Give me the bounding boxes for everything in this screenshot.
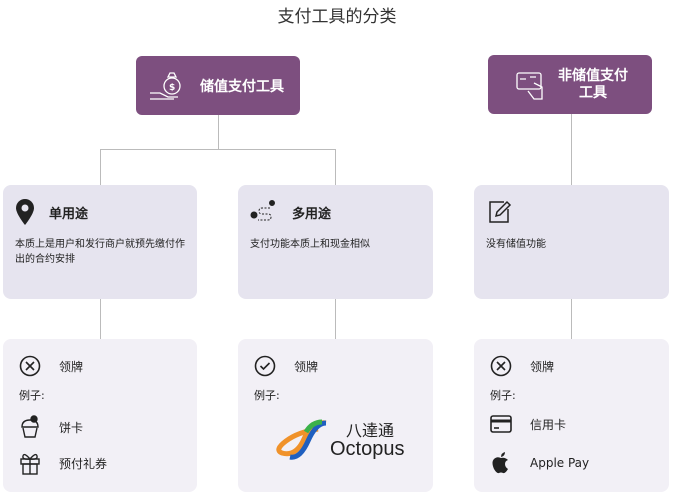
octopus-logo: 八達通 Octopus — [276, 419, 404, 461]
non-stored-label-2: 工具 — [579, 84, 607, 101]
octopus-chinese: 八達通 — [346, 421, 395, 440]
examples-label: 例子: — [19, 389, 45, 402]
octopus-logo-mark — [276, 419, 327, 460]
example-item: 饼卡 — [59, 420, 84, 435]
connector — [218, 115, 219, 149]
single-purpose-card: 单用途 本质上是用户和发行商户就预先缴付作出的合约安排 — [3, 185, 197, 299]
apple-icon — [492, 452, 508, 474]
connector — [100, 149, 336, 150]
example-item: 信用卡 — [530, 417, 567, 432]
license-label: 领牌 — [59, 359, 84, 374]
single-purpose-details: 领牌 例子: 饼卡 预付礼券 — [3, 339, 197, 492]
non-stored-details: 领牌 例子: 信用卡 Apple Pay — [474, 339, 669, 492]
multi-purpose-desc: 支付功能本质上和现金相似 — [250, 239, 370, 250]
license-label: 领牌 — [530, 359, 555, 374]
multi-purpose-card: 多用途 支付功能本质上和现金相似 — [238, 185, 433, 299]
non-stored-label-1: 非储值支付 — [558, 67, 628, 84]
multi-purpose-details: 领牌 例子: 八達通 Octopus — [238, 339, 433, 492]
x-circle-icon — [490, 355, 512, 377]
multi-purpose-title: 多用途 — [292, 206, 332, 222]
card-hand-icon — [516, 71, 543, 100]
connector — [571, 299, 572, 339]
stored-value-node: $ 储值支付工具 — [136, 56, 300, 115]
page-title: 支付工具的分类 — [277, 7, 397, 27]
cupcake-icon — [21, 415, 39, 438]
stored-value-label: 储值支付工具 — [200, 78, 284, 95]
example-item: 预付礼券 — [59, 456, 108, 471]
examples-label: 例子: — [254, 389, 280, 402]
octopus-english: Octopus — [330, 438, 405, 460]
connector — [100, 299, 101, 339]
x-circle-icon — [19, 355, 41, 377]
connector — [335, 149, 336, 185]
non-stored-card: 没有储值功能 — [474, 185, 669, 299]
gift-icon — [20, 453, 40, 475]
route-pins-icon — [250, 200, 275, 221]
credit-card-icon — [490, 415, 512, 433]
non-stored-desc: 没有储值功能 — [486, 239, 546, 250]
example-item: Apple Pay — [530, 456, 590, 470]
single-purpose-desc: 本质上是用户和发行商户就预先缴付作出的合约安排 — [15, 239, 185, 265]
connector — [571, 114, 572, 185]
examples-label: 例子: — [490, 389, 516, 402]
map-pin-icon — [16, 199, 34, 225]
license-label: 领牌 — [294, 359, 319, 374]
edit-icon — [489, 200, 512, 223]
single-purpose-title: 单用途 — [49, 206, 89, 222]
money-bag-hand-icon: $ — [150, 71, 181, 100]
non-stored-value-node: 非储值支付 工具 — [488, 55, 652, 114]
svg-text:$: $ — [169, 83, 175, 93]
connector — [335, 299, 336, 339]
connector — [100, 149, 101, 185]
check-circle-icon — [254, 355, 276, 377]
